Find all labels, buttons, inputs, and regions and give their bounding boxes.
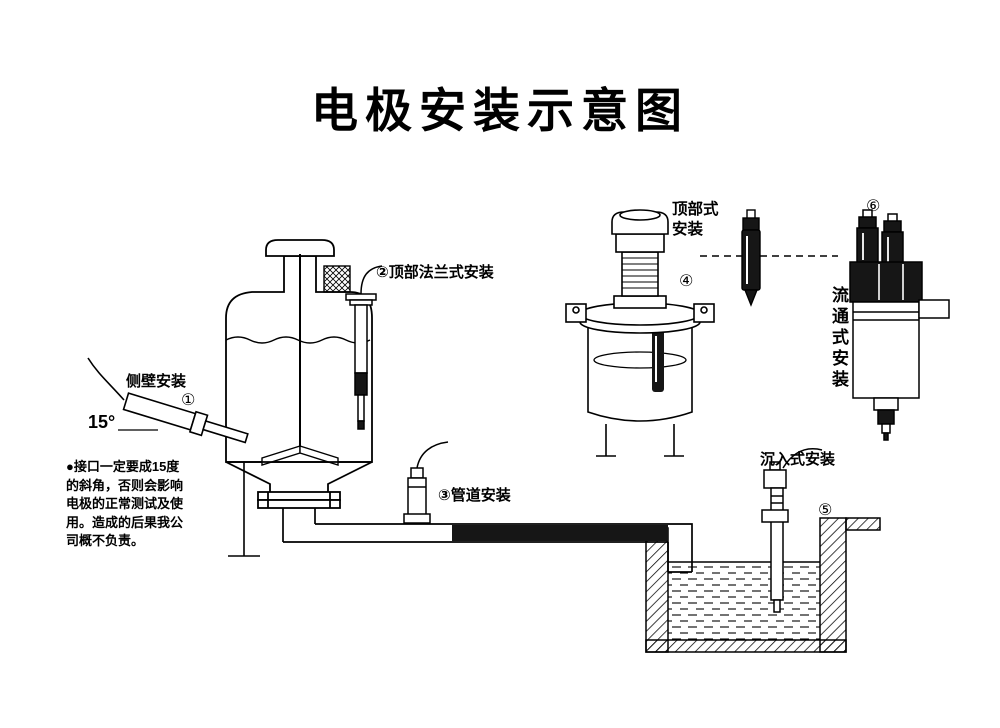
pipeline-drawing [282, 508, 693, 573]
main-tank-drawing [225, 239, 373, 557]
marker-4: ④ [679, 273, 694, 290]
pit-drawing [608, 517, 881, 653]
marker-5: ⑤ [818, 502, 833, 519]
flow-through-drawing [849, 209, 950, 441]
side-wall-electrode-drawing [87, 357, 249, 444]
submerged-electrode-drawing [761, 448, 823, 613]
reference-electrode-drawing [741, 209, 761, 307]
page-title: 电极安装示意图 [311, 86, 689, 138]
label-top-type-install: 顶部式 安装 [672, 201, 719, 238]
top-flange-electrode-drawing [345, 265, 383, 430]
top-mount-vessel-drawing [565, 209, 715, 457]
warning-note: ●接口一定要成15度 的斜角，否则会影响 电极的正常测试及使 用。造成的后果我公… [66, 459, 184, 548]
label-top-flange-install: ②顶部法兰式安装 [376, 264, 494, 281]
label-submerged-install: 沉入式安装 [760, 451, 836, 468]
label-pipeline-install: ③管道安装 [438, 487, 511, 504]
marker-1: ① [181, 392, 196, 409]
marker-6: ⑥ [866, 198, 881, 215]
label-flow-through-install: 流通式安装 [829, 286, 848, 391]
label-side-wall-install: 侧壁安装 [126, 373, 187, 390]
label-15-degrees: 15° [88, 412, 116, 432]
pipeline-electrode-drawing [403, 441, 449, 524]
